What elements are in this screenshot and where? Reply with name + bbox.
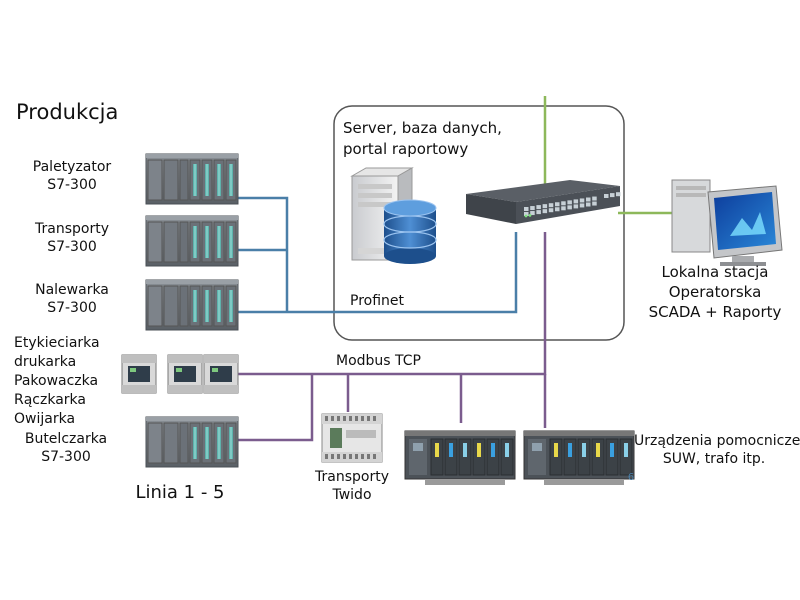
twido-plc: [321, 413, 383, 463]
green-links: [543, 96, 680, 215]
server-box: [333, 105, 625, 341]
server-box-title: Server, baza danych, portal raportowy: [343, 119, 502, 158]
label-profinet: Profinet: [350, 293, 405, 309]
label-paletyzator: Paletyzator S7-300: [32, 159, 112, 193]
label-transporty: Transporty S7-300: [35, 221, 109, 255]
io-module-2: [167, 354, 203, 394]
label-etykieciarka: Etykieciarka drukarka Pakowaczka Rączkar…: [14, 335, 100, 427]
plc-nalewarka: [145, 279, 239, 331]
label-butelczarka: Butelczarka S7-300: [24, 431, 108, 465]
page-number: 6: [627, 472, 635, 483]
label-aux: Urządzenia pomocnicze: SUW, trafo itp.: [634, 433, 800, 467]
plc-butelczarka: [145, 416, 239, 468]
label-linia: Linia 1 - 5: [135, 482, 225, 503]
label-operator-station: Lokalna stacja Operatorska SCADA + Rapor…: [648, 263, 782, 321]
plc-paletyzator: [145, 153, 239, 205]
label-modbus: Modbus TCP: [336, 353, 421, 369]
switch-ports: [524, 192, 621, 216]
aux-rack-1: [404, 430, 516, 485]
plc-transporty: [145, 215, 239, 267]
modbus-lines: [238, 232, 547, 442]
operator-pc-icon: [671, 179, 783, 266]
io-module-1: [121, 354, 157, 394]
database-icon: [383, 199, 437, 264]
label-nalewarka: Nalewarka S7-300: [35, 282, 109, 316]
aux-rack-2: [523, 430, 635, 485]
network-switch-icon: [466, 180, 621, 224]
profinet-lines: [238, 196, 518, 314]
label-twido: Transporty Twido: [315, 469, 389, 503]
io-module-3: [203, 354, 239, 394]
page-title: Produkcja: [16, 100, 119, 124]
